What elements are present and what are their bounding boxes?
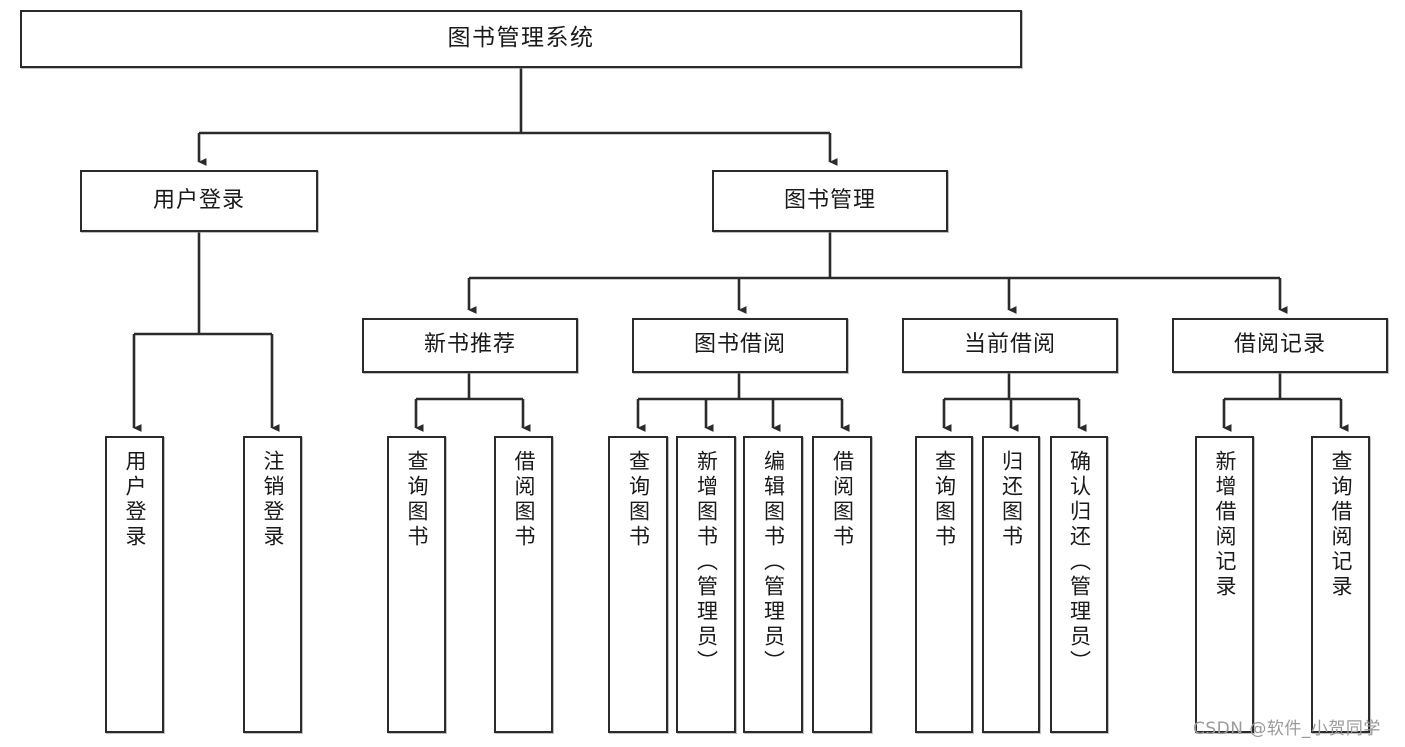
node-label: 归还图书 (999, 450, 1024, 550)
node-label: 新增图书（管理员） (694, 450, 719, 675)
node-label: 图书借阅 (693, 332, 786, 358)
node-label: 查询图书 (626, 450, 651, 550)
leaf-add-borrow-record[interactable]: 新增借阅记录 (1195, 436, 1254, 733)
leaf-edit-book-admin[interactable]: 编辑图书（管理员） (743, 436, 803, 733)
node-label: 查询借阅记录 (1329, 450, 1353, 600)
node-label: 借阅记录 (1233, 332, 1326, 358)
node-current-borrow[interactable]: 当前借阅 (902, 318, 1118, 373)
node-label: 确认归还（管理员） (1067, 450, 1092, 675)
node-label: 借阅图书 (830, 450, 855, 550)
node-label: 借阅图书 (512, 450, 536, 550)
leaf-query-book-borrow[interactable]: 查询图书 (608, 436, 668, 733)
node-label: 编辑图书（管理员） (761, 450, 786, 675)
node-label: 注销登录 (261, 450, 285, 550)
leaf-logout-login[interactable]: 注销登录 (243, 436, 302, 733)
node-label: 新增借阅记录 (1213, 450, 1237, 600)
watermark-text: CSDN @软件_小贺同学 (1193, 719, 1381, 739)
node-label: 图书管理系统 (447, 25, 595, 52)
node-label: 新书推荐 (423, 332, 516, 358)
node-new-book-recommend[interactable]: 新书推荐 (362, 318, 578, 373)
node-label: 用户登录 (152, 187, 245, 213)
node-borrow-record[interactable]: 借阅记录 (1172, 318, 1388, 373)
node-book-management[interactable]: 图书管理 (712, 170, 948, 232)
node-label: 用户登录 (123, 450, 147, 550)
node-label: 查询图书 (405, 450, 429, 550)
node-label: 当前借阅 (963, 332, 1056, 358)
node-book-borrow[interactable]: 图书借阅 (632, 318, 848, 373)
node-label: 查询图书 (932, 450, 957, 550)
leaf-add-book-admin[interactable]: 新增图书（管理员） (676, 436, 736, 733)
leaf-query-book-recommend[interactable]: 查询图书 (387, 436, 446, 733)
node-root-system[interactable]: 图书管理系统 (20, 10, 1022, 68)
leaf-borrow-book[interactable]: 借阅图书 (812, 436, 872, 733)
leaf-query-borrow-record[interactable]: 查询借阅记录 (1311, 436, 1370, 733)
node-user-login[interactable]: 用户登录 (80, 170, 318, 232)
leaf-borrow-book-recommend[interactable]: 借阅图书 (494, 436, 553, 733)
leaf-confirm-return-admin[interactable]: 确认归还（管理员） (1050, 436, 1108, 733)
leaf-user-login[interactable]: 用户登录 (105, 436, 164, 733)
leaf-query-book-current[interactable]: 查询图书 (915, 436, 973, 733)
node-label: 图书管理 (783, 187, 876, 213)
leaf-return-book[interactable]: 归还图书 (982, 436, 1040, 733)
